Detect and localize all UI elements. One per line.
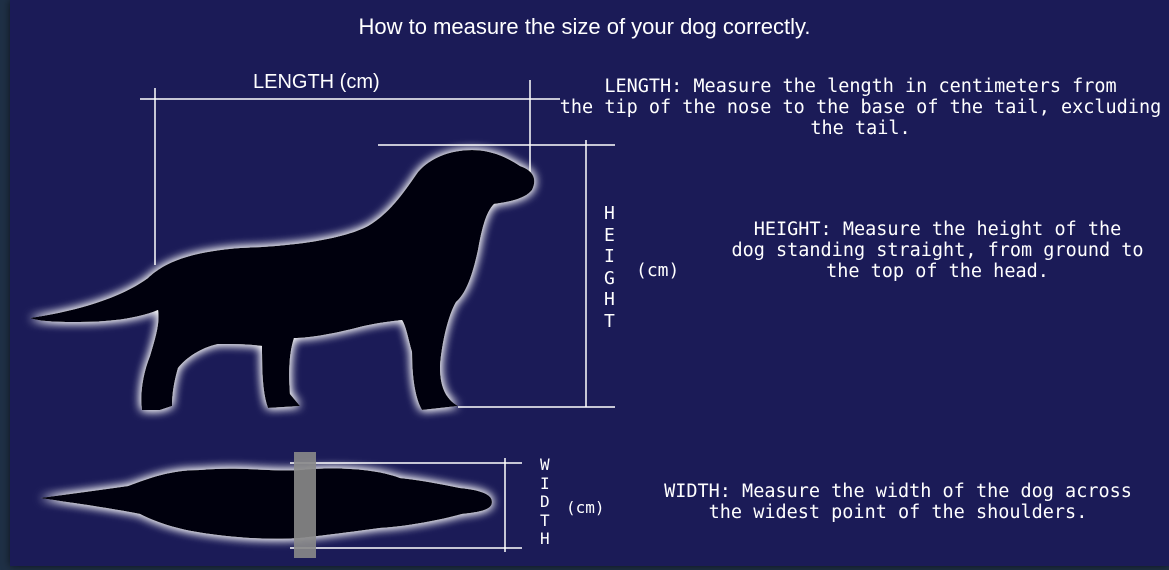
length-description: LENGTH: Measure the length in centimeter… (552, 76, 1169, 139)
dog-top-silhouette (40, 468, 492, 539)
height-desc-line-3: the top of the head. (826, 261, 1049, 282)
width-letter: D (540, 492, 550, 511)
width-letter: H (540, 529, 550, 548)
height-letter: E (604, 224, 615, 246)
height-letter: T (604, 310, 615, 332)
width-desc-line-2: the widest point of the shoulders. (708, 502, 1088, 523)
length-desc-line-1: LENGTH: Measure the length in centimeter… (604, 76, 1117, 97)
length-axis-label: LENGTH (cm) (253, 71, 380, 93)
dog-side-silhouette (30, 150, 535, 410)
height-unit-label: (cm) (636, 260, 680, 281)
width-unit-label: (cm) (566, 498, 605, 517)
diagram-title: How to measure the size of your dog corr… (358, 14, 811, 39)
height-desc-line-2: dog standing straight, from ground to (731, 240, 1144, 261)
length-guide-lines (140, 80, 560, 265)
height-description: HEIGHT: Measure the height of the dog st… (710, 219, 1165, 282)
width-guide-lines (290, 458, 522, 552)
height-letter: I (604, 246, 615, 267)
width-desc-line-1: WIDTH: Measure the width of the dog acro… (664, 481, 1132, 502)
width-letter: T (540, 510, 550, 530)
width-letter: W (540, 455, 550, 474)
height-letter: H (604, 289, 615, 310)
height-letter: G (604, 267, 615, 289)
shoulder-width-band (294, 452, 316, 558)
width-description: WIDTH: Measure the width of the dog acro… (628, 481, 1168, 523)
length-desc-line-3: the tail. (810, 118, 911, 139)
height-letter: H (604, 203, 615, 224)
length-desc-line-2: the tip of the nose to the base of the t… (559, 97, 1162, 118)
height-desc-line-1: HEIGHT: Measure the height of the (753, 219, 1122, 240)
height-guide-lines (378, 140, 615, 408)
width-letter: I (540, 473, 550, 493)
